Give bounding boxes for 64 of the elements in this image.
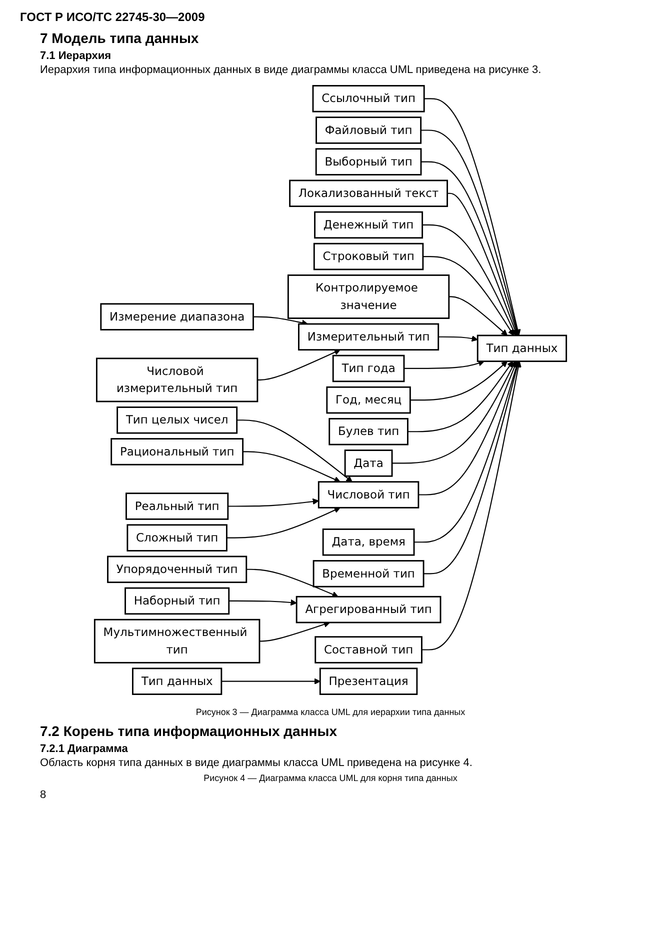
- node-box: Строковый тип: [313, 242, 424, 270]
- paragraph: Иерархия типа информационных данных в виде диаграммы класса UML приведена на рисунке 3.: [40, 64, 542, 76]
- node-box: Выборный тип: [315, 148, 422, 176]
- node-box: Мультимножественный тип: [94, 618, 260, 664]
- arrow: [404, 360, 485, 369]
- arrow: [392, 361, 516, 464]
- section-heading: 7 Модель типа данных: [40, 30, 200, 46]
- arrow: [422, 361, 522, 650]
- arrow: [228, 599, 297, 606]
- figure-caption: Рисунок 3 — Диаграмма класса UML для иерархии типа данных: [194, 707, 466, 717]
- node-box: Локализованный текст: [289, 180, 448, 208]
- node-box: Упорядоченный тип: [107, 556, 248, 584]
- node-box: Булев тип: [328, 418, 408, 446]
- subsection-heading: 7.1 Иерархия: [40, 50, 112, 62]
- arrow: [420, 130, 520, 336]
- node-box: Реальный тип: [126, 492, 229, 520]
- arrow: [418, 361, 518, 496]
- section-heading: 7.2 Корень типа информационных данных: [40, 723, 338, 739]
- arrow: [228, 498, 319, 507]
- node-box: Презентация: [319, 668, 418, 695]
- node-box: Тип данных: [132, 668, 222, 695]
- figure-caption: Рисунок 4 — Диаграмма класса UML для корня типа данных: [202, 773, 458, 783]
- arrow: [408, 361, 514, 432]
- node-box: Ссылочный тип: [312, 85, 425, 112]
- node-box: Тип данных: [476, 334, 568, 362]
- node-box: Измерительный тип: [298, 323, 440, 351]
- node-box: Измерение диапазона: [100, 303, 254, 330]
- node-box: Числовой тип: [318, 481, 420, 508]
- arrow: [226, 507, 340, 538]
- arrow: [236, 420, 352, 482]
- node-box: Числовой измерительный тип: [96, 358, 258, 402]
- arrow: [421, 161, 520, 336]
- arrow: [221, 678, 320, 684]
- arrow: [410, 361, 508, 401]
- node-box: Тип целых чисел: [116, 406, 238, 434]
- node-box: Рациональный тип: [110, 438, 244, 466]
- arrow: [438, 336, 478, 342]
- arrow: [422, 224, 516, 336]
- node-box: Наборный тип: [124, 587, 230, 615]
- paragraph: Область корня типа данных в виде диаграммы класса UML приведена на рисунке 4.: [40, 757, 474, 769]
- document-header: ГОСТ Р ИСО/ТС 22745-30—2009: [20, 10, 206, 24]
- node-box: Тип года: [332, 354, 405, 382]
- arrow: [424, 98, 521, 336]
- node-box: Дата, время: [322, 528, 415, 556]
- node-box: Агрегированный тип: [296, 596, 442, 624]
- node-box: Составной тип: [314, 636, 422, 664]
- arrow: [448, 296, 508, 336]
- node-box: Денежный тип: [314, 211, 424, 239]
- page-number: 8: [40, 789, 48, 801]
- node-box: Файловый тип: [316, 116, 422, 144]
- arrow: [257, 349, 340, 380]
- arrow: [259, 621, 330, 642]
- subsection-heading: 7.2.1 Диаграмма: [40, 743, 129, 755]
- arrow: [447, 192, 518, 336]
- arrow: [242, 451, 340, 482]
- node-box: Сложный тип: [126, 524, 228, 552]
- arrow: [246, 568, 338, 598]
- node-box: Дата: [344, 450, 393, 477]
- arrow: [253, 316, 308, 326]
- node-box: Контролируемое значение: [287, 274, 450, 319]
- node-box: Год, месяц: [326, 386, 411, 414]
- arrow: [422, 256, 514, 336]
- arrow: [414, 361, 520, 543]
- node-box: Временной тип: [312, 560, 424, 588]
